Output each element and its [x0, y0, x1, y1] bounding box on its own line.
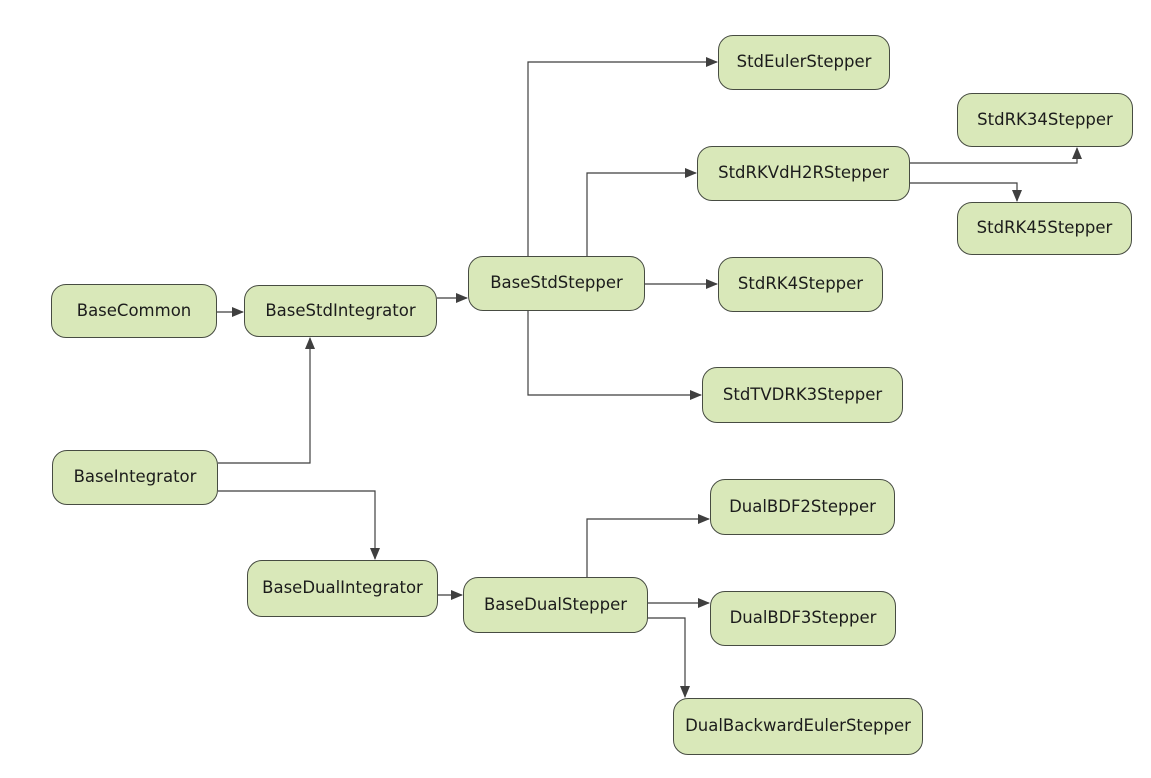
node-stdtvdrk3stepper: StdTVDRK3Stepper: [702, 367, 903, 423]
node-basestdintegrator: BaseStdIntegrator: [244, 285, 437, 337]
node-basedualintegrator: BaseDualIntegrator: [247, 560, 438, 617]
node-stdrk45stepper: StdRK45Stepper: [957, 202, 1132, 255]
edge-basedualstepper-to-dualbackwardeulerstepper: [648, 617, 690, 698]
node-dualbdf2stepper: DualBDF2Stepper: [710, 479, 895, 535]
node-basecommon: BaseCommon: [51, 284, 217, 338]
node-basedualstepper: BaseDualStepper: [463, 577, 648, 633]
node-stdrk34stepper: StdRK34Stepper: [957, 93, 1133, 147]
edge-stdrkvdh2rstepper-to-stdrk45stepper: [910, 182, 1022, 202]
edge-baseintegrator-to-basedualintegrator: [218, 490, 380, 560]
node-dualbdf3stepper: DualBDF3Stepper: [710, 591, 896, 646]
node-stdeulerstepper: StdEulerStepper: [718, 35, 890, 90]
edge-baseintegrator-to-basestdintegrator: [218, 337, 315, 464]
edge-basestdstepper-to-stdeulerstepper: [527, 57, 718, 256]
edge-basestdstepper-to-stdtvdrk3stepper: [527, 311, 702, 400]
edge-basestdstepper-to-stdrkvdh2rstepper: [586, 168, 697, 256]
node-stdrkvdh2rstepper: StdRKVdH2RStepper: [697, 146, 910, 201]
edge-stdrkvdh2rstepper-to-stdrk34stepper: [910, 147, 1082, 164]
node-stdrk4stepper: StdRK4Stepper: [718, 257, 883, 312]
node-baseintegrator: BaseIntegrator: [52, 450, 218, 505]
node-basestdstepper: BaseStdStepper: [468, 256, 645, 311]
edge-basedualstepper-to-dualbdf2stepper: [586, 514, 710, 577]
node-dualbackwardeulerstepper: DualBackwardEulerStepper: [673, 698, 923, 755]
